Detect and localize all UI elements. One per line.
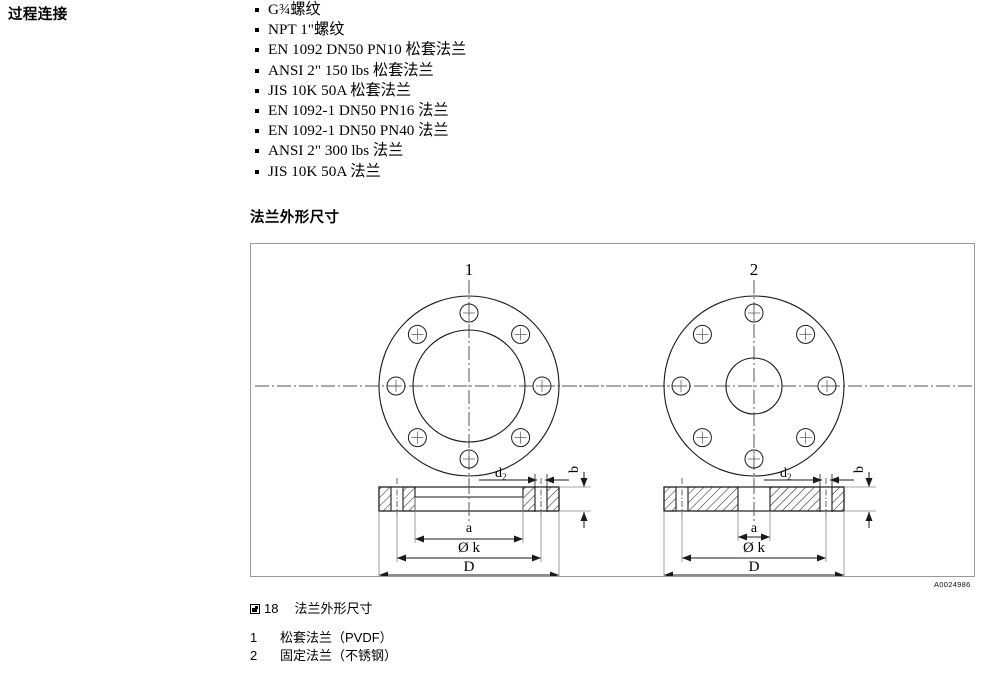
section-hatch-block <box>546 486 560 512</box>
bullet-square-icon <box>255 88 259 93</box>
flange-bore-circle <box>725 357 783 415</box>
section-hatch-block <box>769 486 821 512</box>
bolt-hole <box>796 428 816 448</box>
bolt-hole <box>692 428 712 448</box>
list-item: JIS 10K 50A 法兰 <box>254 162 674 182</box>
list-item-label: G¾螺纹 <box>268 1 321 18</box>
bolt-hole <box>407 324 427 344</box>
legend-label: 固定法兰（不锈钢） <box>280 648 398 663</box>
section-hatch-block <box>378 486 392 512</box>
bolt-hole-center-marks <box>390 307 548 465</box>
list-item: G¾螺纹 <box>254 0 674 20</box>
section-hatch-block <box>402 486 416 512</box>
dimension-label-a: a <box>466 521 473 536</box>
bullet-square-icon <box>255 48 259 53</box>
legend-row: 1 松套法兰（PVDF） <box>250 629 397 647</box>
section-hatch-block <box>687 486 739 512</box>
legend-label: 松套法兰（PVDF） <box>280 630 393 645</box>
view-index-label-1: 1 <box>465 260 474 279</box>
bullet-square-icon <box>255 28 259 33</box>
list-item-label: EN 1092 DN50 PN10 松套法兰 <box>268 41 467 59</box>
dimension-label-d2: d2 <box>780 466 792 482</box>
section-hatch-block <box>663 486 677 512</box>
figure-frame: 1 <box>250 243 975 577</box>
bolt-hole-group <box>386 303 552 469</box>
bullet-square-icon <box>255 149 259 154</box>
flange-outer-circle <box>663 295 845 477</box>
bullet-square-icon <box>255 8 259 12</box>
bullet-square-icon <box>255 129 259 134</box>
flange-view-1: 1 <box>255 260 691 576</box>
process-connection-list: G¾螺纹 NPT 1"螺纹 EN 1092 DN50 PN10 松套法兰 ANS… <box>254 0 674 182</box>
section-heading: 过程连接 <box>8 7 68 23</box>
bolt-hole-center-marks <box>675 307 833 465</box>
figure-caption-text: 法兰外形尺寸 <box>294 601 373 616</box>
bolt-hole <box>692 324 712 344</box>
legend-row: 2 固定法兰（不锈钢） <box>250 647 397 665</box>
section-hatch-block <box>522 486 536 512</box>
list-item-label: NPT 1"螺纹 <box>268 21 345 39</box>
section-hatch-block <box>831 486 845 512</box>
bolt-hole <box>511 324 531 344</box>
figure-number: 18 <box>264 601 279 616</box>
figure-legend: 1 松套法兰（PVDF） 2 固定法兰（不锈钢） <box>250 629 397 665</box>
list-item-label: JIS 10K 50A 法兰 <box>268 162 381 180</box>
dimension-label-a: a <box>751 521 758 536</box>
bolt-hole-group <box>671 303 837 469</box>
legend-key: 1 <box>250 630 258 645</box>
legend-key: 2 <box>250 648 258 663</box>
dimension-label-ok: Ø k <box>743 540 766 556</box>
dimension-label-d2: d2 <box>495 466 507 482</box>
flange-bore-circle <box>412 329 526 443</box>
figure-caption: 18 法兰外形尺寸 <box>250 598 372 617</box>
list-item-label: ANSI 2" 300 lbs 法兰 <box>268 142 404 160</box>
list-item: ANSI 2" 150 lbs 松套法兰 <box>254 61 674 81</box>
bolt-hole <box>744 303 764 323</box>
list-item: JIS 10K 50A 松套法兰 <box>254 81 674 101</box>
bolt-hole <box>511 428 531 448</box>
flange-view-2: 2 <box>540 260 973 576</box>
bolt-hole <box>671 376 691 396</box>
bolt-hole <box>817 376 837 396</box>
bolt-hole <box>386 376 406 396</box>
flange-dimension-drawing: 1 <box>255 260 973 576</box>
list-item-label: EN 1092-1 DN50 PN40 法兰 <box>268 122 449 140</box>
bolt-hole <box>459 449 479 469</box>
dimension-label-ok: Ø k <box>458 540 481 556</box>
bolt-hole <box>796 324 816 344</box>
bullet-square-icon <box>255 109 259 114</box>
bolt-hole <box>459 303 479 323</box>
image-reference-code: A0024986 <box>934 580 971 589</box>
list-item: EN 1092 DN50 PN10 松套法兰 <box>254 40 674 60</box>
list-item: EN 1092-1 DN50 PN40 法兰 <box>254 121 674 141</box>
dimension-label-b: b <box>567 466 582 473</box>
list-item-label: JIS 10K 50A 松套法兰 <box>268 81 412 99</box>
list-item: EN 1092-1 DN50 PN16 法兰 <box>254 101 674 121</box>
bolt-hole <box>744 449 764 469</box>
list-item-label: EN 1092-1 DN50 PN16 法兰 <box>268 102 449 120</box>
dimension-label-b: b <box>852 466 867 473</box>
view-index-label-2: 2 <box>750 260 759 279</box>
dimension-label-D: D <box>464 559 475 575</box>
bolt-hole <box>407 428 427 448</box>
bullet-square-icon <box>255 169 259 174</box>
list-item-label: ANSI 2" 150 lbs 松套法兰 <box>268 61 434 79</box>
dimension-label-D: D <box>749 559 760 575</box>
list-item: NPT 1"螺纹 <box>254 20 674 40</box>
figure-section-heading: 法兰外形尺寸 <box>250 210 340 226</box>
bullet-square-icon <box>255 68 259 73</box>
list-item: ANSI 2" 300 lbs 法兰 <box>254 141 674 161</box>
figure-icon <box>250 604 260 614</box>
